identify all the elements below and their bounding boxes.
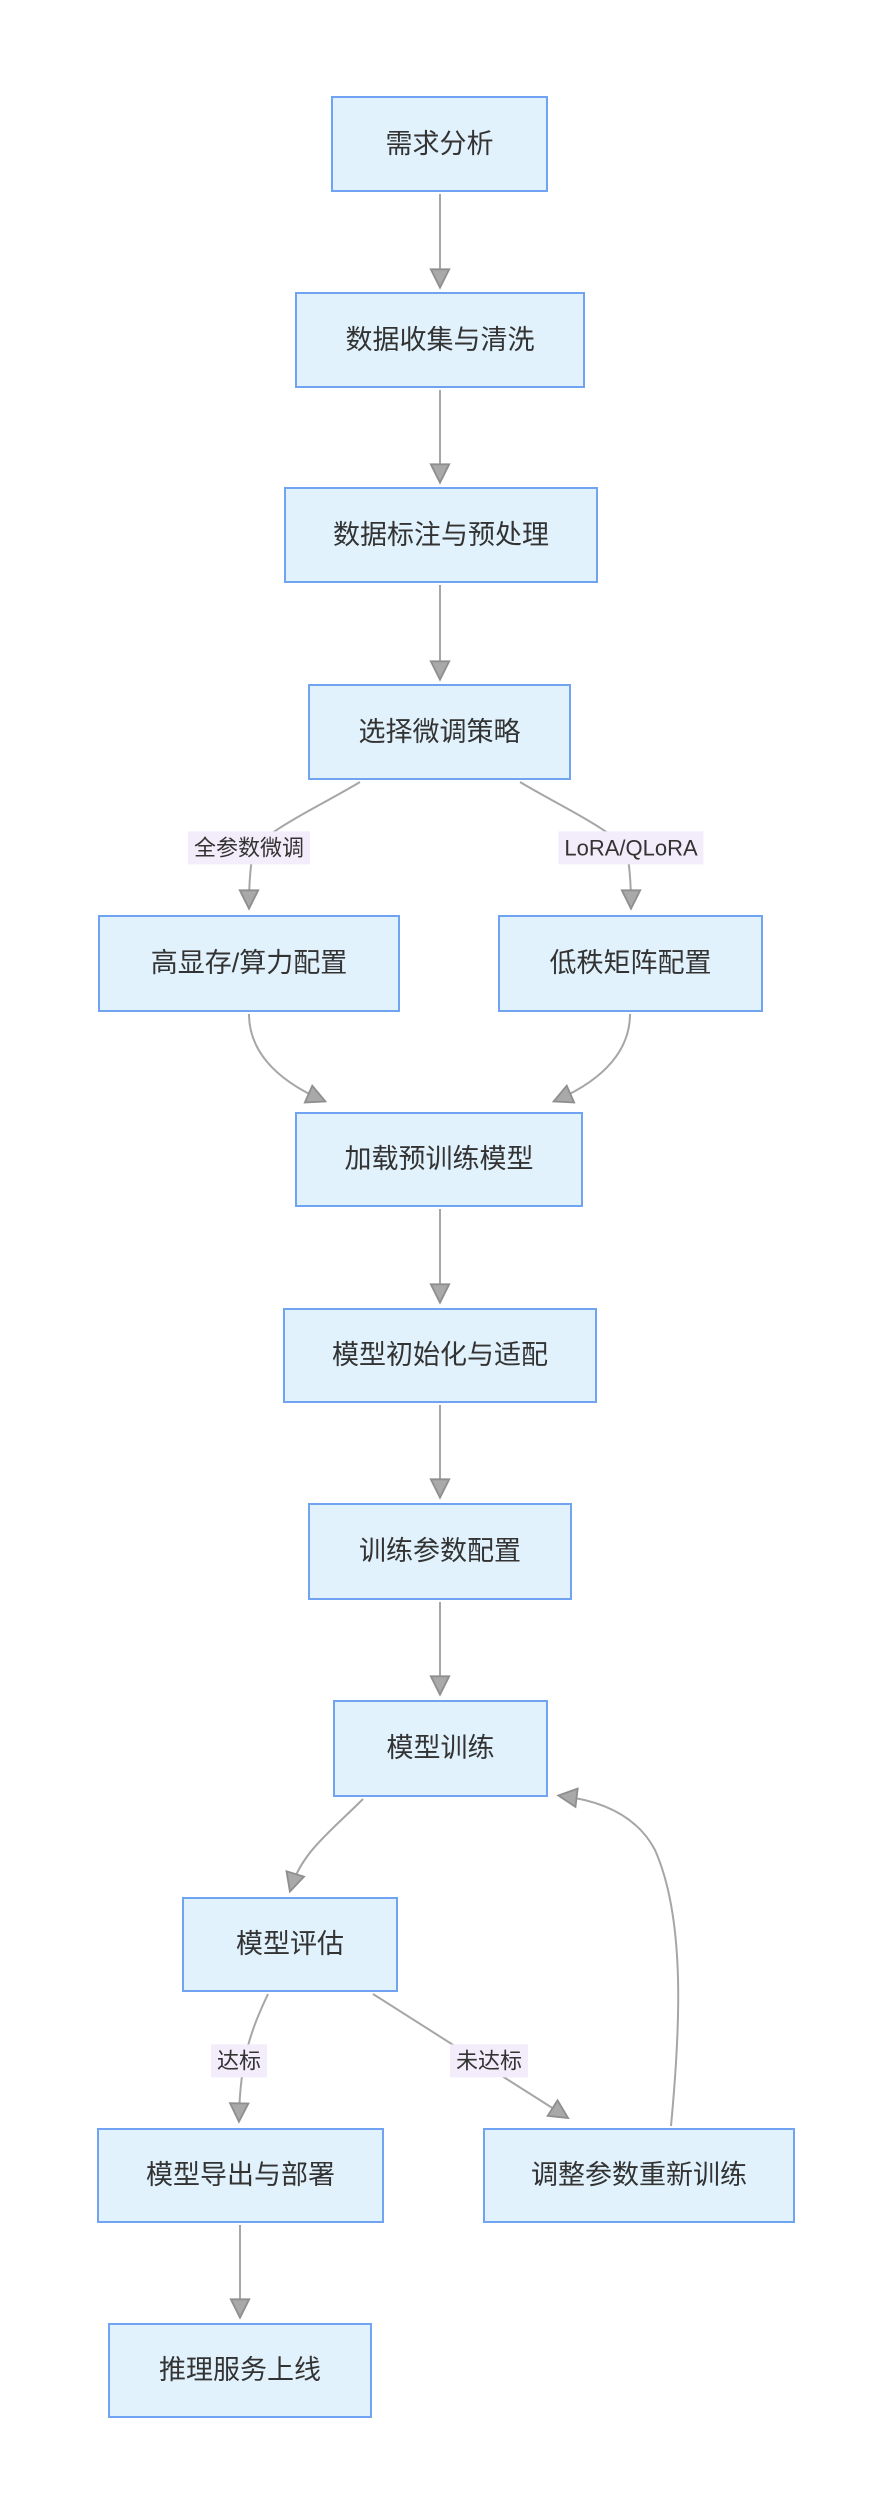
node-model-init-adaptation: 模型初始化与适配 <box>283 1308 597 1403</box>
edge-label-fail: 未达标 <box>449 2044 529 2078</box>
node-load-pretrained-model: 加载预训练模型 <box>295 1112 583 1207</box>
edge-label-lora-qlora: LoRA/QLoRA <box>558 831 704 865</box>
edge-label-pass: 达标 <box>210 2044 268 2078</box>
edge-lowrank-to-load <box>557 1013 631 1100</box>
node-training-param-config: 训练参数配置 <box>308 1503 572 1600</box>
node-model-training: 模型训练 <box>333 1700 548 1797</box>
node-data-annotation-preprocessing: 数据标注与预处理 <box>284 487 598 583</box>
node-high-vram-compute-config: 高显存/算力配置 <box>98 915 400 1012</box>
node-model-evaluation: 模型评估 <box>182 1897 398 1992</box>
node-requirement-analysis: 需求分析 <box>331 96 548 192</box>
edge-retrain-to-training-loop <box>562 1796 680 2127</box>
node-data-collection-cleaning: 数据收集与清洗 <box>295 292 585 388</box>
node-strategy-selection: 选择微调策略 <box>308 684 571 780</box>
node-low-rank-matrix-config: 低秩矩阵配置 <box>498 915 763 1012</box>
edge-training-to-evaluation <box>291 1798 364 1888</box>
edge-label-full-param-finetune: 全参数微调 <box>187 831 311 865</box>
edge-highvram-to-load <box>248 1013 322 1100</box>
node-model-export-deployment: 模型导出与部署 <box>97 2128 384 2223</box>
node-inference-service-launch: 推理服务上线 <box>108 2323 372 2418</box>
node-adjust-params-retrain: 调整参数重新训练 <box>483 2128 795 2223</box>
